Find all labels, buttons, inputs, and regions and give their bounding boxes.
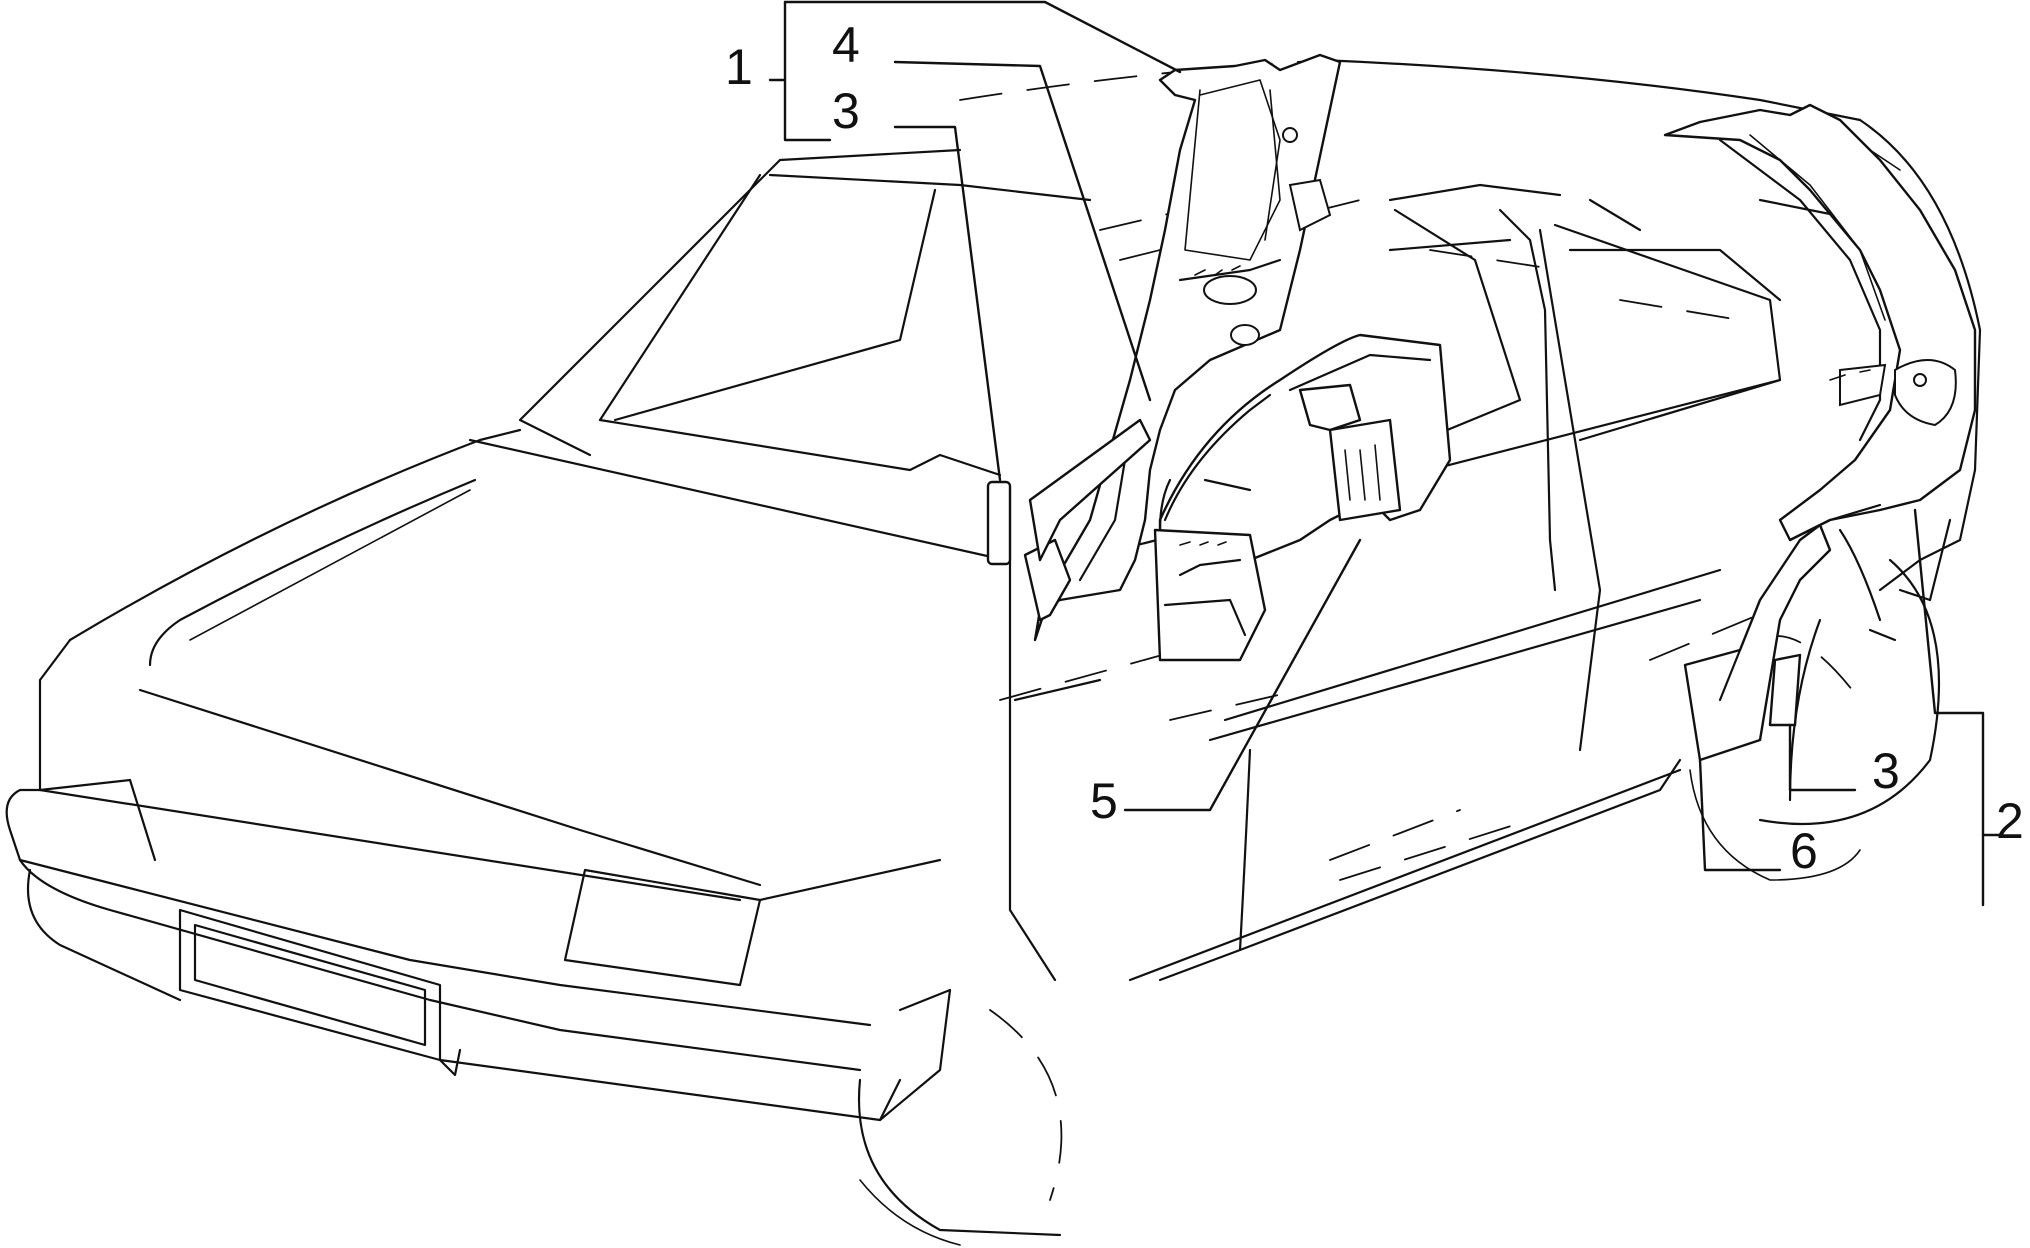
callout-5: 5 (1090, 773, 1118, 829)
car-body-outline (5, 58, 1982, 1246)
leader-lines (768, 0, 2002, 907)
callout-3-rear: 3 (1872, 743, 1900, 799)
part-5-inner-wheelhouse (1153, 333, 1452, 662)
callout-1: 1 (725, 39, 753, 95)
part-1-lower-panel (1023, 418, 1152, 622)
part-6-rear-arch-trim (1683, 523, 1832, 762)
callout-4: 4 (832, 17, 860, 73)
callout-3-front: 3 (832, 83, 860, 139)
callout-labels: 1 4 3 5 3 6 2 (725, 17, 2024, 879)
callout-2: 2 (1996, 793, 2024, 849)
part-2-rear-side-panel (1663, 103, 1977, 542)
part-3-front-pad (986, 480, 1012, 566)
part-3-rear-pad (1768, 653, 1802, 727)
callout-6: 6 (1790, 823, 1818, 879)
